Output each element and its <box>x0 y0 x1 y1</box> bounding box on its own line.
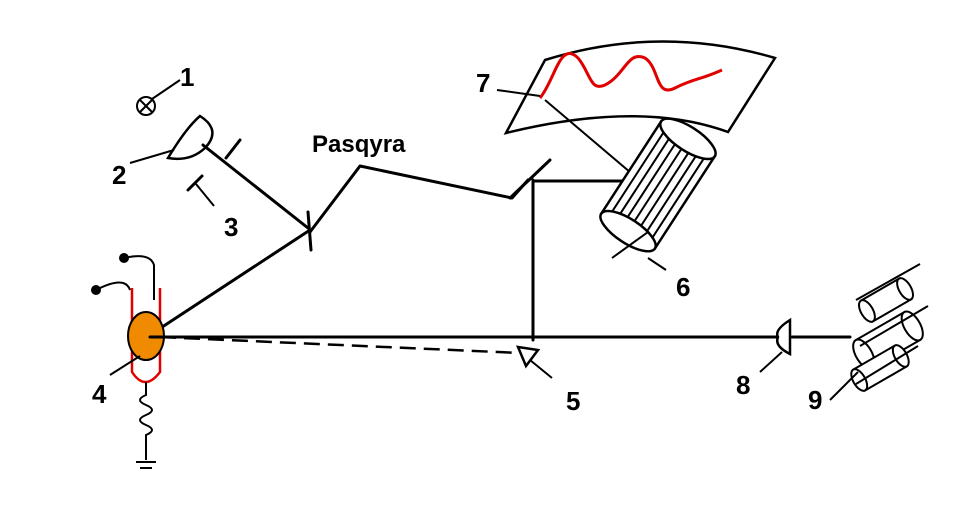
slit <box>186 138 242 207</box>
second-mirror <box>508 158 552 200</box>
light-beam <box>201 143 310 230</box>
film-rollers-icon <box>829 263 929 401</box>
output-lens <box>759 317 792 373</box>
signal-trace <box>538 52 723 99</box>
sample-holder <box>91 253 165 469</box>
rotating-drum-icon <box>599 117 717 271</box>
label-1: 1 <box>180 62 194 92</box>
label-2: 2 <box>112 160 126 190</box>
condenser-lens <box>129 114 214 164</box>
label-8: 8 <box>736 370 750 400</box>
recording-screen <box>496 40 777 179</box>
mirror-pointer <box>308 164 530 234</box>
label-6: 6 <box>676 272 690 302</box>
dashed-beam <box>159 335 521 355</box>
label-7: 7 <box>476 68 490 98</box>
wedge-prism <box>515 345 553 379</box>
mirror-label: Pasqyra <box>312 131 406 158</box>
label-9: 9 <box>808 385 822 415</box>
lamp-cross-icon <box>136 79 181 116</box>
label-5: 5 <box>566 386 580 416</box>
reflected-beam <box>148 228 312 337</box>
label-3: 3 <box>224 212 238 242</box>
label-4: 4 <box>92 379 107 409</box>
